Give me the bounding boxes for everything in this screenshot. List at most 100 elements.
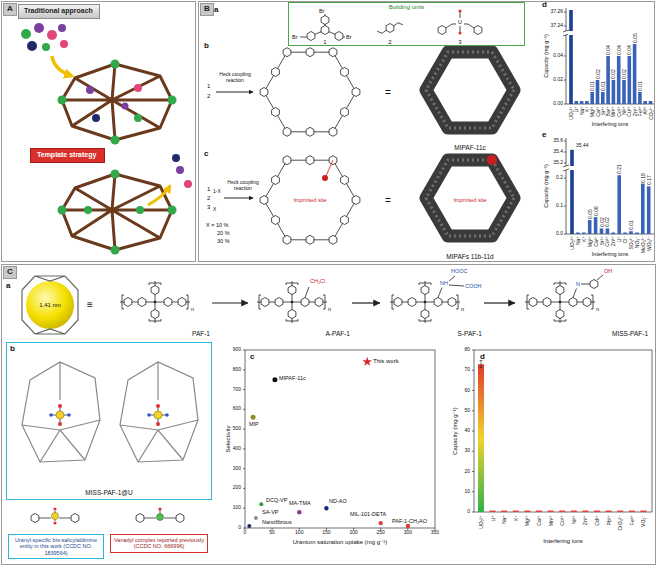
axis-title: Uranium saturation uptake (mg g⁻¹) xyxy=(293,539,388,546)
compound-number: 1 xyxy=(323,39,326,46)
framework-hexagon xyxy=(329,48,337,57)
axis-label: NO₃⁻ xyxy=(634,236,639,248)
complex-sketch xyxy=(31,507,184,524)
axis-label: Mg²⁺ xyxy=(525,515,530,526)
panel-letter: c xyxy=(204,150,208,159)
value-label: 0.02 xyxy=(599,218,604,228)
complex-sketch xyxy=(176,514,184,523)
value-label: 35.44 xyxy=(576,143,589,149)
framework-hexagon xyxy=(329,127,337,136)
strategy-box: Template strategy xyxy=(30,148,105,163)
scatter-plot xyxy=(272,377,277,382)
cage-framework xyxy=(92,114,100,122)
bar-chart xyxy=(513,511,519,513)
group-label: CH₂Cl xyxy=(310,278,325,284)
framework-hexagon xyxy=(341,108,349,117)
bar-chart xyxy=(472,350,474,512)
node-text: MISS-PAF-1 xyxy=(612,330,648,337)
guest-balls xyxy=(58,24,66,32)
axis-label: Ni²⁺ xyxy=(622,106,627,115)
compound-number: 3 xyxy=(207,204,210,211)
panel: BBuilding units xyxy=(198,1,655,262)
framework-hexagon xyxy=(272,68,280,77)
scatter-plot xyxy=(243,350,435,530)
point-label: MA-TMA xyxy=(289,500,311,506)
axis-label: Co²⁺ xyxy=(605,236,610,247)
tick-label: 0.0 xyxy=(556,231,563,237)
bar-chart xyxy=(594,511,600,513)
bar-chart xyxy=(623,233,627,235)
material-name: MIPAFs 11b-11d xyxy=(446,253,493,260)
bar-chart xyxy=(472,350,652,512)
tick-label: 600 xyxy=(233,407,241,413)
ratio-label: 1-X xyxy=(213,189,221,195)
bar-chart xyxy=(641,184,645,234)
imprinted-cage xyxy=(62,174,172,250)
bar-chart xyxy=(524,511,530,513)
value-label: 0.06 xyxy=(593,206,598,216)
axis-label: Zn²⁺ xyxy=(632,106,637,116)
atom-label: Br xyxy=(292,34,298,40)
group-label: N xyxy=(576,281,580,287)
compound-number: 1 xyxy=(207,83,210,90)
node-text: MISS-PAF-1@U xyxy=(7,489,211,496)
polymer-index: n xyxy=(596,306,599,312)
bar-chart xyxy=(568,31,574,35)
axis-label: Fe³⁺ xyxy=(637,106,642,116)
cage-complex xyxy=(58,422,62,426)
process-arrow xyxy=(52,56,72,76)
framework-hexagon xyxy=(341,176,349,185)
structure-node: MISS-PAF-1 xyxy=(515,268,650,338)
tick-label: 0 xyxy=(467,509,470,515)
cage-complex xyxy=(147,413,151,417)
scatter-plot xyxy=(245,350,435,528)
framework-hexagon xyxy=(306,48,314,57)
tick-label: 800 xyxy=(233,367,241,373)
panel-letter: b xyxy=(204,42,209,51)
cage-framework xyxy=(111,60,120,69)
guest-balls xyxy=(21,23,68,51)
axis-label: Cu²⁺ xyxy=(627,106,632,117)
framework-hexagon xyxy=(341,68,349,77)
tick-label: 35.2 xyxy=(553,160,563,166)
bar-chart xyxy=(576,175,650,234)
complex-sketch xyxy=(158,507,161,510)
released-balls xyxy=(172,154,180,162)
framework-hexagon xyxy=(306,127,314,136)
value-label: 0.18 xyxy=(640,173,645,183)
axis-label: UO₂²⁺ xyxy=(570,236,575,250)
point-label: This work xyxy=(373,358,399,365)
cage-complex xyxy=(22,362,100,462)
reaction-arrow xyxy=(216,92,253,93)
pore-model xyxy=(426,160,514,236)
axis-label: Ba²⁺ xyxy=(606,106,611,116)
node-text: Uranyl-specific bis-salicylaldimine enti… xyxy=(12,537,100,556)
cage-framework xyxy=(168,96,177,105)
imprinted-cage xyxy=(168,206,177,215)
axis-title: Selectivity xyxy=(225,425,232,452)
polymer-structures xyxy=(305,275,603,298)
axis-label: Na⁺ xyxy=(502,515,507,524)
axis-label: Cl⁻ xyxy=(623,236,628,243)
framework-hexagon xyxy=(306,156,314,165)
building-unit-molecules xyxy=(321,26,329,35)
building-unit-molecules xyxy=(459,10,462,13)
building-unit-molecules xyxy=(459,32,462,35)
atom-label: U xyxy=(458,19,462,25)
framework-hexagon xyxy=(352,88,360,97)
reaction-arrow xyxy=(224,198,253,199)
bar-chart xyxy=(635,233,639,235)
tick-label: 80 xyxy=(464,347,470,353)
building-unit-molecules xyxy=(386,24,394,33)
tick-label: 150 xyxy=(322,530,330,536)
framework-hexagon xyxy=(260,156,360,245)
building-unit-molecules xyxy=(335,32,343,41)
framework-hexagon xyxy=(326,160,333,176)
imprinted-cage xyxy=(111,170,120,179)
tick-label: 60 xyxy=(464,388,470,394)
framework-hexagon xyxy=(264,52,356,132)
node-text: S-PAF-1 xyxy=(458,330,482,337)
axis-label: SO₄²⁻ xyxy=(629,236,634,250)
